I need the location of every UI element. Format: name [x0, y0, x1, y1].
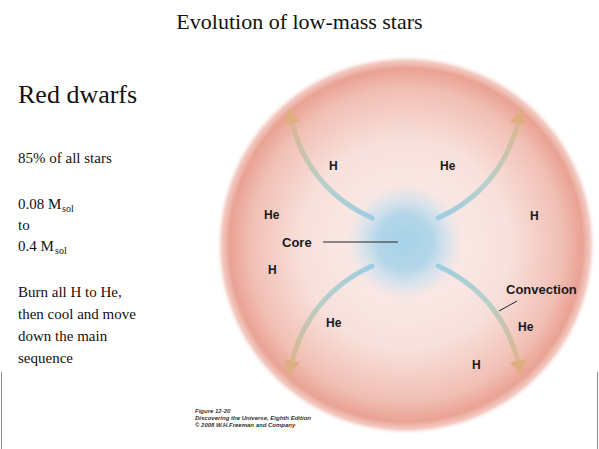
- part-label: Convection: [506, 282, 577, 297]
- part-label: Core: [282, 235, 312, 250]
- leader-line: [499, 301, 517, 311]
- element-label: H: [268, 263, 277, 277]
- figure-credit: Discovering the Universe, Eighth Edition: [195, 415, 311, 422]
- fact-text: 85% of all stars: [18, 150, 112, 167]
- convection-arrow: [290, 114, 372, 218]
- convection-arrow: [290, 266, 372, 370]
- fact-text: to: [18, 217, 30, 234]
- element-label: He: [264, 208, 279, 222]
- convection-arrow: [438, 114, 520, 218]
- section-heading: Red dwarfs: [18, 80, 137, 110]
- slide-border: [597, 372, 598, 449]
- element-label: He: [518, 320, 533, 334]
- subscript: sol: [62, 203, 74, 214]
- fact-text: Burn all H to He, then cool and move dow…: [18, 281, 136, 369]
- figure-credit: © 2008 W.H.Freeman and Company: [195, 422, 295, 429]
- mass-value: 0.08 M: [18, 196, 61, 213]
- element-label: H: [329, 159, 338, 173]
- element-label: He: [326, 316, 341, 330]
- element-label: H: [530, 209, 539, 223]
- element-label: H: [472, 358, 481, 372]
- convection-arrow: [438, 266, 520, 370]
- subscript: sol: [55, 245, 67, 256]
- star-body: [216, 55, 596, 435]
- leader-line: [323, 242, 398, 243]
- element-label: He: [440, 159, 455, 173]
- slide-title: Evolution of low-mass stars: [0, 9, 599, 35]
- figure-credit: Figure 12-20: [195, 408, 230, 415]
- slide-border: [1, 372, 2, 449]
- mass-value: 0.4 M: [18, 238, 54, 255]
